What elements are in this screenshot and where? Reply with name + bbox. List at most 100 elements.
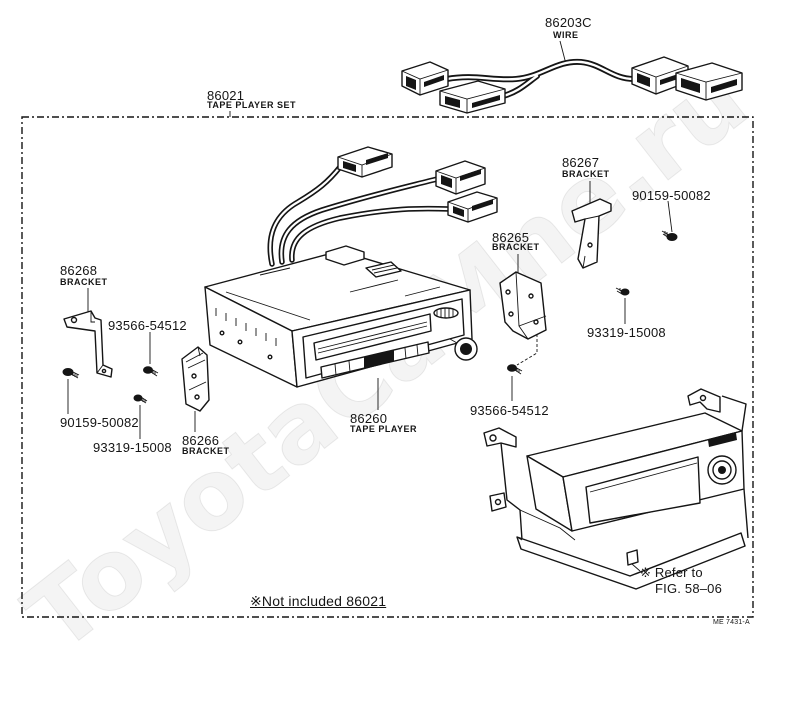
wire-part-number: 86203C — [545, 15, 592, 30]
bracket-86268-part-name: BRACKET — [60, 277, 108, 287]
wire-harness — [401, 56, 743, 114]
assembly-path-86265 — [516, 334, 538, 366]
connector-latch — [472, 199, 493, 211]
console-ear-hole — [489, 434, 497, 442]
wire-connector-right-2 — [675, 62, 743, 101]
screw-thread — [514, 366, 523, 375]
tape-player-set-boundary — [21, 116, 754, 618]
bracket-86265-part-name: BRACKET — [492, 242, 540, 252]
console-tab-hole — [494, 498, 502, 506]
bracket-hole — [505, 289, 511, 295]
connector-latch — [460, 169, 481, 181]
mount-hole — [237, 339, 243, 345]
wire-cable-core — [445, 60, 636, 98]
bracket-body — [63, 310, 113, 378]
harness-connector-1 — [337, 146, 393, 178]
bracket-body — [571, 198, 612, 269]
button-dividers — [334, 344, 419, 376]
screw-icon — [615, 287, 630, 296]
bracket-fold — [515, 271, 547, 340]
console-knob-center — [718, 466, 726, 474]
top-label-hatch — [371, 264, 398, 274]
refer-note-line-2: FIG. 58–06 — [655, 581, 723, 596]
top-panel-seams — [225, 267, 441, 321]
connector-pin-block — [637, 73, 650, 87]
screw-thread — [615, 287, 623, 295]
mount-hole — [219, 330, 225, 336]
bracket-hole — [533, 319, 539, 325]
wire-part-name: WIRE — [553, 30, 579, 40]
bracket-86266 — [181, 346, 210, 412]
fastener-90159-left-part-number: 90159-50082 — [60, 415, 139, 430]
fastener-93319-left-part-number: 93319-15008 — [93, 440, 172, 455]
connector-pin-block — [441, 175, 452, 188]
refer-note-line-1: ※ Refer to — [640, 565, 703, 580]
eject-button — [364, 350, 394, 368]
connector-pin-block — [406, 76, 416, 90]
screw-icon — [507, 364, 523, 375]
bracket-fold — [582, 215, 600, 269]
connector-latch — [711, 79, 737, 93]
leader-lines — [67, 40, 673, 572]
bracket-hole — [508, 311, 514, 317]
bracket-86267 — [571, 198, 612, 269]
harness-wires-core — [269, 165, 451, 266]
bracket-86265 — [499, 271, 547, 340]
console-left-frame — [500, 442, 523, 541]
tone-dial — [433, 307, 459, 319]
bracket-fold — [90, 311, 104, 374]
fastener-93566-left-part-number: 93566-54512 — [108, 318, 187, 333]
harness-connector-2 — [435, 160, 486, 195]
tape-player-set-part-name: TAPE PLAYER SET — [207, 100, 297, 110]
screw-thread — [661, 230, 670, 239]
bracket-hole — [528, 293, 534, 299]
side-vents — [215, 308, 277, 346]
screw-head — [666, 233, 678, 241]
leader-fastener-90159-right — [667, 200, 673, 233]
screw-icon — [62, 368, 80, 379]
fastener-93319-right-part-number: 93319-15008 — [587, 325, 666, 340]
tape-player — [204, 245, 478, 388]
bracket-86267-part-name: BRACKET — [562, 169, 610, 179]
screw-head — [62, 368, 74, 376]
screw-thread — [70, 370, 80, 379]
harness-connector-3 — [447, 191, 498, 223]
cassette-window — [313, 313, 432, 361]
volume-knob-cap — [460, 343, 472, 355]
screw-thread — [140, 396, 148, 404]
fastener-93566-center-part-number: 93566-54512 — [470, 403, 549, 418]
console-opening — [585, 456, 701, 524]
console-top-slot — [708, 433, 737, 447]
screw-icon — [661, 230, 678, 241]
leader-wire — [559, 40, 567, 65]
screw-icon — [143, 366, 159, 377]
wire-connector-left-lower — [439, 80, 506, 114]
knob-shaft — [449, 338, 458, 344]
console-right-frame — [721, 395, 749, 539]
tape-player-harness — [267, 146, 498, 267]
leader-refer-note — [631, 563, 641, 572]
connector-latch — [424, 75, 444, 87]
screw-thread — [150, 368, 159, 377]
bracket-86265-part-number: 86265 — [492, 230, 530, 245]
bracket-fold — [185, 346, 207, 391]
connector-latch — [472, 95, 500, 108]
bracket-86266-part-number: 86266 — [182, 433, 220, 448]
rear-mount-bracket — [325, 245, 365, 266]
console-left-ear — [483, 427, 517, 448]
tape-player-part-number: 86260 — [350, 411, 388, 426]
screw-head — [507, 364, 517, 372]
bracket-hole — [70, 316, 78, 324]
connector-latch — [366, 153, 388, 165]
screw-head — [620, 288, 630, 296]
tone-dial-knurling — [436, 308, 454, 318]
connector-pin-block — [453, 206, 464, 217]
console-bezel — [516, 532, 746, 590]
bracket-hole — [587, 242, 593, 248]
bracket-86266-part-name: BRACKET — [182, 446, 230, 456]
connector-pin-block — [445, 96, 460, 108]
connector-pin-block — [343, 161, 356, 172]
console-panel — [483, 388, 749, 590]
bracket-86268 — [63, 310, 113, 378]
